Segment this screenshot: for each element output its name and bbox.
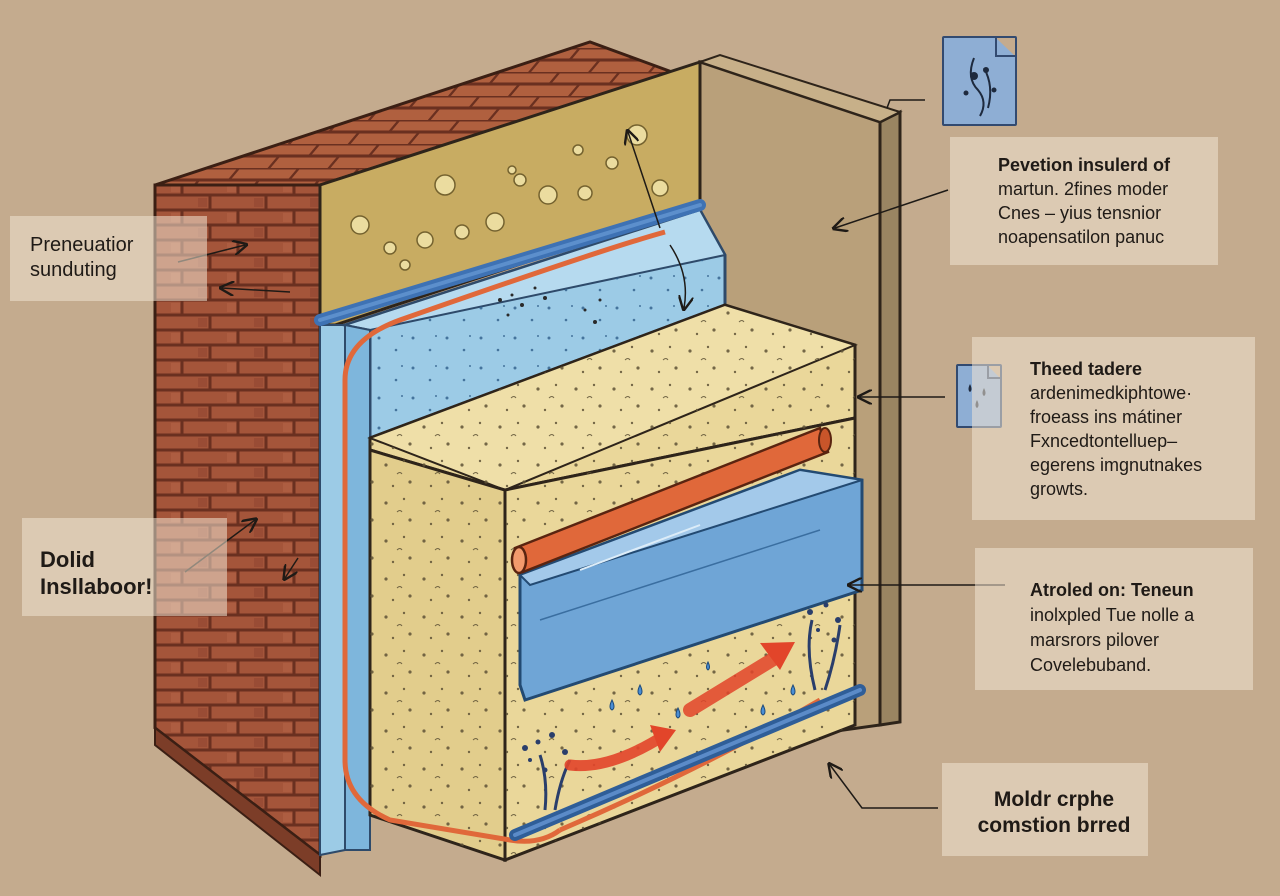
water-drops (609, 660, 796, 719)
label-right-1-line3: noapensatilon panuc (998, 227, 1165, 247)
label-right-1-line2: Cnes – yius tensnior (998, 203, 1162, 223)
mold-layer (318, 59, 702, 327)
label-right-3-title: Atroled on: Teneun (1030, 580, 1194, 600)
red-flow-arrows (564, 642, 795, 772)
label-left-top-line2: sunduting (30, 259, 117, 281)
label-right-3-line2: marsrors pilover (1030, 630, 1160, 650)
label-right-2-line4: egerens imgnutnakes (1030, 455, 1203, 475)
label-right-2-line2: froeass ins mátiner (1030, 407, 1183, 427)
label-right-3-line1: inolxpled Tue nolle a (1030, 605, 1195, 625)
blue-duct (518, 468, 864, 702)
label-left-bottom-line1: Dolid (40, 547, 95, 572)
label-left-top-line1: Preneuatior (30, 234, 134, 256)
label-right-2-line3: Fxncedtontelluep– (1030, 431, 1178, 451)
label-right-1-line1: martun. 2fines moder (998, 179, 1169, 199)
top-pipe (314, 199, 706, 326)
label-left-bottom: Dolid Insllaboor! (22, 518, 227, 616)
brick-wall (153, 40, 677, 878)
label-left-bottom-line2: Insllaboor! (40, 574, 153, 599)
label-right-4: Moldr crphe comstion brred (942, 763, 1148, 856)
label-right-2: Theed tadere ardenimedkiphtowe· froeass … (972, 337, 1255, 520)
label-right-3: Atroled on: Teneun inolxpled Tue nolle a… (975, 548, 1253, 690)
dust-particles (498, 286, 602, 324)
bottom-pipe (509, 684, 866, 841)
label-right-1-title: Pevetion insulerd of (998, 155, 1171, 175)
label-right-2-line5: growts. (1030, 479, 1089, 499)
orange-pipe (510, 426, 832, 575)
mold-spores-document-icon (942, 36, 1017, 126)
label-right-2-title: Theed tadere (1030, 359, 1143, 379)
blue-liner (319, 324, 346, 857)
label-left-top: Preneuatior sunduting (10, 216, 207, 301)
label-right-4-line1: Moldr crphe (993, 788, 1115, 811)
label-right-1: Pevetion insulerd of martun. 2fines mode… (950, 137, 1218, 265)
label-right-4-line2: comstion brred (977, 814, 1131, 837)
label-right-2-line1: ardenimedkiphtowe· (1030, 383, 1193, 403)
label-right-3-line3: Covelebuband. (1030, 655, 1152, 675)
